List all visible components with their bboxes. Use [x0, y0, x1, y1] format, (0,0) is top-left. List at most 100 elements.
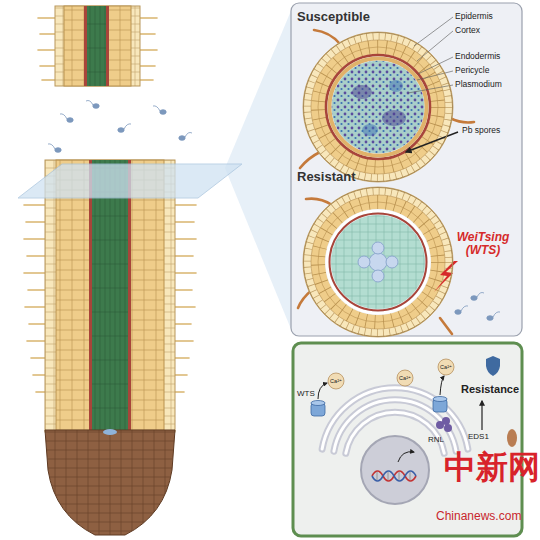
calcium-ions [438, 359, 454, 375]
resistant-section [330, 214, 427, 311]
susceptible-section [318, 47, 438, 167]
spores [67, 118, 73, 123]
lower-root [45, 160, 175, 432]
resistant-section [327, 211, 429, 313]
cross-section-node: Susceptible [303, 32, 453, 182]
lower-root [45, 430, 175, 535]
resistant-section [372, 270, 384, 282]
leader-lines [408, 85, 453, 93]
section-hairs [450, 118, 474, 123]
resistant-section [307, 191, 449, 333]
spores [477, 293, 484, 298]
part-label: Pericycle [455, 66, 489, 75]
susceptible-section [389, 80, 403, 92]
susceptible-section [311, 40, 445, 174]
susceptible-section [303, 32, 453, 182]
susceptible-section [362, 124, 378, 136]
lower-root [45, 160, 175, 535]
susceptible-section [382, 110, 406, 126]
susceptible-section [307, 36, 449, 178]
resistant-section [307, 191, 449, 333]
susceptible-section [303, 32, 453, 182]
part-label: Resistance [461, 383, 519, 395]
lower-root [92, 160, 128, 430]
leader-lines [414, 17, 453, 46]
spores [118, 128, 124, 133]
nucleus [399, 472, 400, 480]
upper-root [87, 6, 106, 86]
spores [493, 312, 500, 317]
leader-lines [408, 17, 453, 93]
spores [55, 148, 61, 153]
nucleus [398, 452, 414, 462]
spores [153, 106, 160, 111]
susceptible-section [330, 59, 427, 156]
spores [48, 144, 55, 149]
resistant-section [303, 187, 453, 337]
part-label: Ca²⁺ [438, 364, 454, 370]
section-hairs [306, 199, 332, 205]
wts-channels [311, 401, 325, 406]
lower-root [89, 160, 131, 430]
section-panel [291, 3, 522, 336]
rnl-protein [436, 417, 452, 432]
resistant-section [311, 195, 445, 329]
lightning-bolt [434, 261, 458, 292]
spores [487, 316, 493, 321]
nucleus [410, 472, 411, 480]
shield-icon [486, 356, 500, 376]
part-label: Plasmodium [455, 80, 502, 89]
leader-lines [417, 71, 453, 80]
part-label: WeiTsing (WTS) [450, 231, 516, 257]
spores [124, 124, 131, 129]
susceptible-section [318, 47, 438, 167]
calcium-ions [397, 370, 413, 386]
resistant-section [331, 215, 425, 309]
nucleus [361, 436, 429, 504]
flux-arrows [318, 383, 327, 399]
part-label: EDS1 [468, 433, 489, 442]
susceptible-section [307, 36, 449, 178]
section-outline [304, 33, 453, 182]
wts-channels [433, 397, 447, 402]
susceptible-section [352, 85, 372, 99]
nucleus [372, 471, 416, 481]
leader-lines [417, 31, 453, 61]
part-label: Epidermis [455, 12, 493, 21]
lower-root [103, 429, 117, 435]
upper-root [84, 6, 109, 86]
part-label: RNL [428, 436, 444, 445]
part-label: Chinanews.com [436, 510, 521, 523]
resistant-section [386, 256, 398, 268]
rnl-protein [444, 424, 452, 432]
nucleus [361, 436, 429, 504]
spores [185, 133, 192, 138]
part-label: Endodermis [455, 52, 500, 61]
cross-section-node: Resistant [303, 187, 453, 337]
nucleus [388, 472, 389, 480]
part-label: Ca²⁺ [397, 375, 413, 381]
section-hairs [300, 152, 320, 168]
spores [86, 101, 93, 106]
flux-arrows [440, 376, 444, 395]
part-label: 中新网 [444, 450, 540, 485]
upper-root [64, 6, 131, 86]
section-heading: Susceptible [297, 10, 370, 24]
section-plane [18, 164, 242, 198]
zoom-wedge [225, 6, 293, 334]
rnl-protein [442, 417, 450, 425]
resistant-section [318, 202, 438, 322]
upper-root [55, 6, 140, 86]
part-label: Ca²⁺ [328, 378, 344, 384]
signal-arrow [481, 401, 482, 430]
resistant-section [358, 256, 370, 268]
section-outline [303, 32, 453, 182]
nucleus [372, 471, 416, 481]
resistant-section [303, 187, 453, 337]
part-label: WTS [297, 390, 315, 399]
section-outline [303, 187, 453, 337]
section-hairs [440, 318, 452, 334]
spores [461, 306, 468, 311]
part-label: Pb spores [462, 126, 500, 135]
